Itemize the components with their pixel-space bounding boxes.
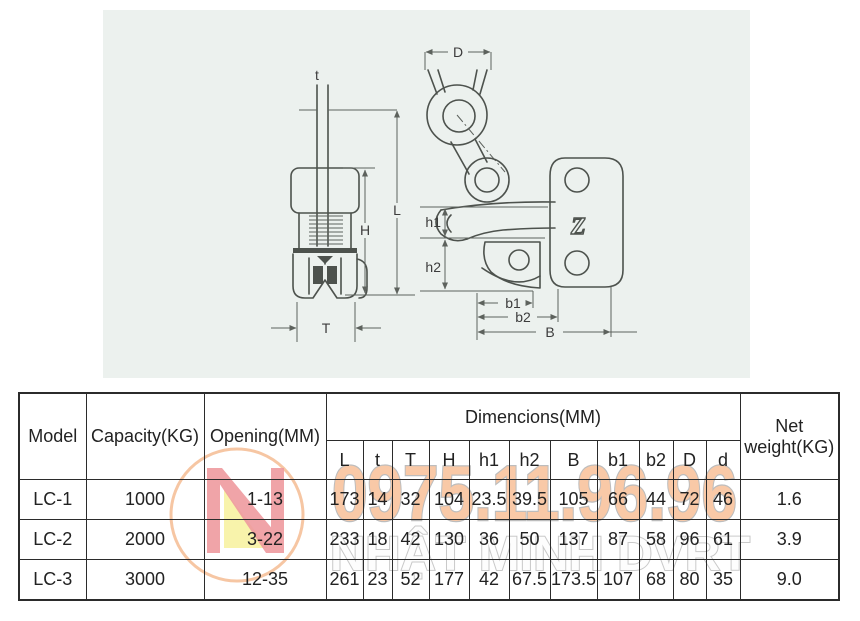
header-net-weight: Net weight(KG) — [739, 392, 840, 480]
dim-cell: 261 — [325, 559, 364, 601]
dim-cell: 233 — [325, 519, 364, 560]
dim-cell: 44 — [638, 479, 674, 520]
dim-cell: 58 — [638, 519, 674, 560]
capacity-cell: 2000 — [85, 519, 205, 560]
spec-table: Model Capacity(KG) Opening(MM) Dimencion… — [18, 392, 840, 601]
dim-cell: 42 — [391, 519, 430, 560]
dim-cell: 137 — [549, 519, 598, 560]
dim-cell: 50 — [508, 519, 551, 560]
dim-cell: 32 — [391, 479, 430, 520]
subheader-T: T — [391, 440, 430, 480]
model-cell: LC-2 — [18, 519, 87, 560]
capacity-cell: 3000 — [85, 559, 205, 601]
dim-cell: 107 — [596, 559, 640, 601]
dim-label-T: T — [322, 320, 331, 336]
subheader-D: D — [672, 440, 707, 480]
dim-label-b1: b1 — [505, 295, 521, 311]
header-capacity: Capacity(KG) — [85, 392, 205, 480]
capacity-cell: 1000 — [85, 479, 205, 520]
dim-cell: 39.5 — [508, 479, 551, 520]
model-cell: LC-3 — [18, 559, 87, 601]
subheader-b2: b2 — [638, 440, 674, 480]
dim-cell: 35 — [705, 559, 741, 601]
dim-label-b2: b2 — [515, 309, 531, 325]
dim-cell: 18 — [362, 519, 393, 560]
dim-cell: 42 — [468, 559, 510, 601]
dim-label-h2: h2 — [425, 259, 441, 275]
header-dimensions-group: Dimencions(MM) — [325, 392, 741, 441]
dim-cell: 68 — [638, 559, 674, 601]
clamp-drawing-svg: t L H T — [271, 44, 637, 342]
technical-drawing: t L H T — [103, 10, 750, 378]
subheader-L: L — [325, 440, 364, 480]
table-row: LC-1 1000 1-13 173 14 32 104 23.5 39.5 1… — [18, 479, 840, 520]
dim-cell: 96 — [672, 519, 707, 560]
dim-label-H: H — [360, 222, 370, 238]
dim-cell: 130 — [428, 519, 470, 560]
dim-cell: 61 — [705, 519, 741, 560]
subheader-t: t — [362, 440, 393, 480]
dim-cell: 173 — [325, 479, 364, 520]
dim-cell: 105 — [549, 479, 598, 520]
front-view: Z D h1 h2 b1 b2 — [420, 44, 637, 340]
table-row: LC-2 2000 3-22 233 18 42 130 36 50 137 8… — [18, 519, 840, 560]
opening-cell: 3-22 — [203, 519, 327, 560]
opening-cell: 12-35 — [203, 559, 327, 601]
dim-cell: 66 — [596, 479, 640, 520]
dim-label-h1: h1 — [425, 214, 441, 230]
net-weight-cell: 9.0 — [739, 559, 840, 601]
model-cell: LC-1 — [18, 479, 87, 520]
subheader-B: B — [549, 440, 598, 480]
dim-cell: 80 — [672, 559, 707, 601]
subheader-H: H — [428, 440, 470, 480]
header-model: Model — [18, 392, 87, 480]
dim-cell: 87 — [596, 519, 640, 560]
net-weight-cell: 1.6 — [739, 479, 840, 520]
subheader-h1: h1 — [468, 440, 510, 480]
dim-cell: 67.5 — [508, 559, 551, 601]
table-row: LC-3 3000 12-35 261 23 52 177 42 67.5 17… — [18, 559, 840, 601]
dim-cell: 36 — [468, 519, 510, 560]
dim-cell: 14 — [362, 479, 393, 520]
subheader-row: L t T H h1 h2 B b1 b2 D d — [19, 440, 839, 480]
subheader-d: d — [705, 440, 741, 480]
dim-cell: 173.5 — [549, 559, 598, 601]
dim-label-D: D — [453, 44, 463, 60]
side-view: t L H T — [271, 67, 415, 342]
dim-cell: 23.5 — [468, 479, 510, 520]
dim-cell: 72 — [672, 479, 707, 520]
dim-label-L: L — [393, 202, 401, 218]
brand-z-mark: Z — [570, 214, 586, 240]
dim-cell: 46 — [705, 479, 741, 520]
dim-cell: 52 — [391, 559, 430, 601]
dim-cell: 23 — [362, 559, 393, 601]
dim-cell: 177 — [428, 559, 470, 601]
header-row: Model Capacity(KG) Opening(MM) Dimencion… — [18, 392, 840, 480]
header-opening: Opening(MM) — [203, 392, 327, 480]
subheader-b1: b1 — [596, 440, 640, 480]
dim-cell: 104 — [428, 479, 470, 520]
net-weight-cell: 3.9 — [739, 519, 840, 560]
opening-cell: 1-13 — [203, 479, 327, 520]
subheader-h2: h2 — [508, 440, 551, 480]
dim-label-t: t — [315, 67, 319, 83]
dim-label-B: B — [545, 324, 554, 340]
